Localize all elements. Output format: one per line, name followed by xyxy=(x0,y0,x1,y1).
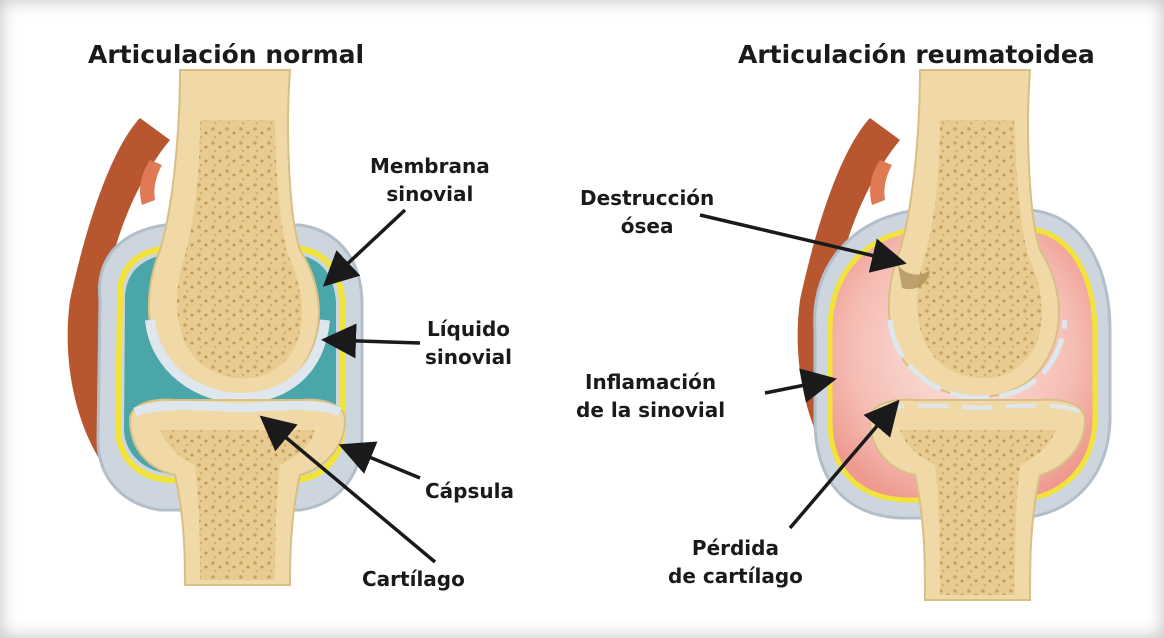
label-membrana-sinovial: Membrana sinovial xyxy=(370,152,490,208)
label-destruccion-osea: Destrucción ósea xyxy=(580,184,714,240)
label-liquido-sinovial: Líquido sinovial xyxy=(425,315,512,371)
normal-joint xyxy=(68,70,362,585)
label-perdida-cartilago: Pérdida de cartílago xyxy=(668,534,803,590)
label-inflamacion-sinovial: Inflamación de la sinovial xyxy=(576,368,725,424)
label-cartilago: Cartílago xyxy=(362,565,465,593)
title-normal-joint: Articulación normal xyxy=(88,40,364,69)
rheumatoid-joint xyxy=(798,70,1110,600)
title-rheumatoid-joint: Articulación reumatoidea xyxy=(738,40,1095,69)
label-capsula: Cápsula xyxy=(425,477,514,505)
